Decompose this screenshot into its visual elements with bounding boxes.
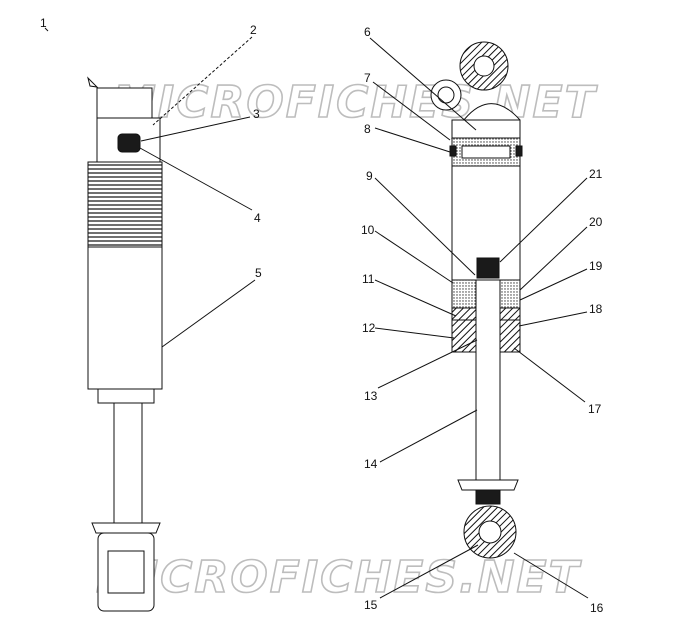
shock-body (87, 246, 163, 390)
callout-16: 16 (590, 601, 604, 615)
callout-12: 12 (362, 321, 376, 335)
leader-7 (372, 81, 451, 141)
leader-5 (161, 279, 256, 348)
leader-8 (374, 127, 451, 153)
side-ring-bore (437, 86, 455, 104)
callout-11: 11 (362, 272, 375, 286)
callout-13: 13 (364, 389, 378, 403)
callout-7: 7 (364, 71, 371, 85)
top-cap (96, 87, 153, 119)
eye-mount (97, 532, 155, 612)
top-marker (87, 76, 99, 88)
piston-rod (475, 279, 501, 481)
eye-bushing (107, 550, 145, 594)
leader-19 (519, 268, 588, 301)
leader-2 (152, 36, 253, 126)
callout-17: 17 (588, 402, 602, 416)
callout-4: 4 (254, 211, 261, 225)
leader-3 (140, 116, 251, 142)
callout-19: 19 (589, 259, 603, 273)
callout-6: 6 (364, 25, 371, 39)
schrader-valve (117, 133, 141, 153)
callout-8: 8 (364, 122, 371, 136)
rod-thread (475, 489, 501, 505)
leader-16 (513, 552, 589, 599)
callout-2: 2 (250, 23, 257, 37)
leader-12 (374, 327, 455, 339)
callout-3: 3 (253, 107, 260, 121)
top-eye-bore (473, 55, 495, 77)
callout-9: 9 (366, 169, 373, 183)
leader-17 (513, 347, 586, 403)
callout-15: 15 (364, 598, 378, 612)
leader-20 (519, 226, 588, 291)
watermark-bottom: MICROFICHES.NET (96, 552, 582, 603)
callout-14: 14 (364, 457, 378, 471)
callout-10: 10 (361, 223, 375, 237)
callout-20: 20 (589, 215, 603, 229)
watermark-top: MICROFICHES.NET (112, 77, 598, 128)
piston-window (461, 145, 511, 159)
shaft-exterior (113, 402, 143, 524)
callout-21: 21 (589, 167, 603, 181)
lower-cup (457, 479, 519, 491)
leader-4 (139, 147, 253, 211)
o-ring-right (515, 145, 523, 157)
callout-5: 5 (255, 266, 262, 280)
cutaway-view (430, 41, 523, 559)
leader-lines (44, 27, 589, 599)
lower-cup (91, 522, 161, 534)
exterior-view (87, 76, 163, 612)
leader-13 (377, 339, 478, 389)
callout-labels: 1 2 3 4 5 6 7 8 9 10 11 12 13 14 15 16 1… (40, 16, 604, 615)
leader-1 (44, 27, 49, 32)
o-ring-left (449, 145, 457, 157)
leader-18 (518, 311, 588, 327)
lower-collar (97, 388, 155, 404)
callout-18: 18 (589, 302, 603, 316)
leader-9 (374, 177, 476, 276)
leader-14 (379, 409, 478, 463)
leader-11 (374, 279, 457, 317)
callout-1: 1 (40, 16, 47, 30)
bottom-eye-bore (478, 520, 502, 544)
leader-10 (374, 230, 454, 284)
leader-6 (369, 37, 477, 131)
body-ribbed-section (87, 161, 163, 248)
shaft-nut (476, 257, 500, 279)
leader-21 (499, 177, 588, 263)
leader-15 (379, 544, 479, 599)
